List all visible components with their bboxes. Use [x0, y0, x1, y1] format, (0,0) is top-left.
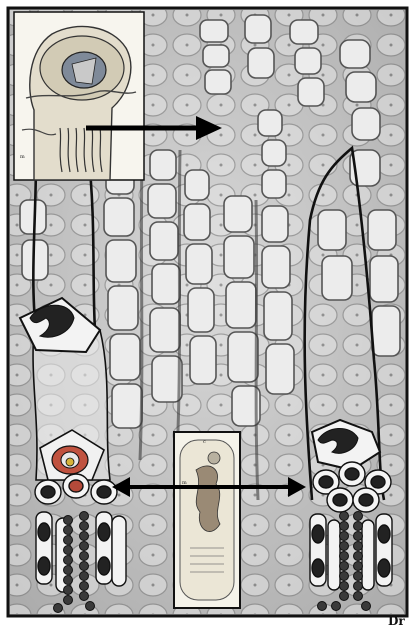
signature-text: Dr: [388, 614, 405, 628]
top-left-inset-label: m: [20, 154, 25, 160]
center-inset: c m: [174, 432, 240, 608]
top-left-inset: m: [14, 12, 144, 180]
center-inset-label-top: c: [203, 439, 206, 445]
